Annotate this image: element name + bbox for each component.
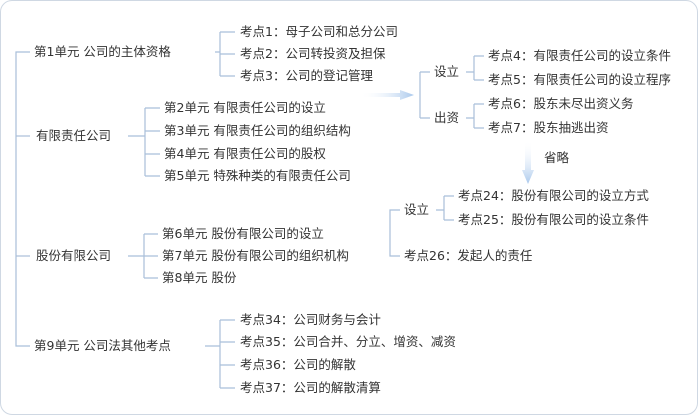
node-unit3: 第3单元 有限责任公司的组织结构: [164, 123, 351, 138]
spine-main: [15, 51, 30, 347]
bracket-u1: [215, 31, 235, 77]
bracket-k4-k5: [466, 55, 484, 81]
node-unit6: 第6单元 股份有限公司的设立: [162, 226, 324, 241]
node-jsc: 股份有限公司: [36, 248, 112, 263]
node-unit9: 第9单元 公司法其他考点: [34, 338, 171, 353]
node-unit5: 第5单元 特殊种类的有限责任公司: [164, 168, 351, 183]
node-point24: 考点24：股份有限公司的设立方式: [458, 188, 649, 203]
bracket-u9: [205, 319, 235, 389]
node-point1: 考点1：母子公司和总分公司: [240, 24, 398, 39]
node-point2: 考点2：公司转投资及担保: [240, 46, 386, 61]
node-unit8: 第8单元 股份: [162, 270, 237, 285]
node-omit: 省略: [544, 150, 570, 165]
bracket-u6-setup2: [389, 209, 400, 257]
node-capital: 出资: [434, 110, 460, 125]
node-unit2: 第2单元 有限责任公司的设立: [164, 100, 326, 115]
node-unit1: 第1单元 公司的主体资格: [34, 44, 171, 59]
node-unit7: 第7单元 股份有限公司的组织机构: [162, 248, 349, 263]
node-unit4: 第4单元 有限责任公司的股权: [164, 146, 326, 161]
node-point37: 考点37：公司的解散清算: [240, 380, 381, 395]
bracket-jsc: [128, 233, 158, 279]
node-point6: 考点6：股东未尽出资义务: [488, 96, 634, 111]
bracket-k6-k7: [466, 103, 484, 129]
bracket-setup-capital: [419, 71, 430, 119]
node-point36: 考点36：公司的解散: [240, 357, 356, 372]
node-point25: 考点25：股份有限公司的设立条件: [458, 212, 649, 227]
node-point4: 考点4：有限责任公司的设立条件: [488, 48, 671, 63]
node-setup2: 设立: [404, 202, 430, 217]
node-point35: 考点35：公司合并、分立、增资、减资: [240, 334, 456, 349]
node-point26: 考点26：发起人的责任: [404, 248, 533, 263]
arrow-right: [360, 90, 414, 100]
bracket-k24-k25: [436, 195, 454, 221]
bracket-llc: [128, 107, 160, 177]
node-point7: 考点7：股东抽逃出资: [488, 120, 609, 135]
node-point5: 考点5：有限责任公司的设立程序: [488, 72, 671, 87]
node-point34: 考点34：公司财务与会计: [240, 312, 381, 327]
node-llc: 有限责任公司: [36, 128, 112, 143]
node-point3: 考点3：公司的登记管理: [240, 68, 373, 83]
arrow-down: [522, 140, 534, 184]
node-setup: 设立: [434, 64, 460, 79]
